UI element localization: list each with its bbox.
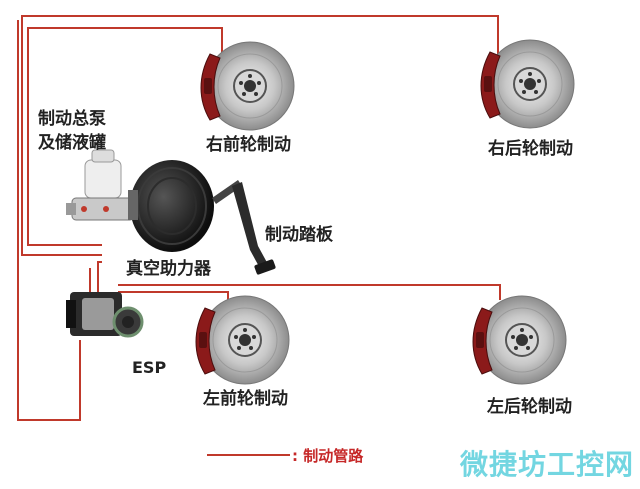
rear-left-brake-label: 左后轮制动	[487, 397, 572, 417]
rear-right-brake-label: 右后轮制动	[488, 139, 573, 159]
front-left-brake	[195, 295, 290, 385]
legend-label: : 制动管路	[292, 447, 364, 465]
front-left-brake-label: 左前轮制动	[203, 389, 288, 409]
vacuum-booster-icon	[128, 160, 214, 252]
master-cylinder-label-line2: 及储液罐	[38, 133, 106, 153]
esp-unit-icon	[66, 292, 144, 338]
brake-pedal-label: 制动踏板	[265, 225, 333, 245]
rear-left-brake	[472, 295, 567, 385]
rear-right-brake	[480, 39, 575, 129]
front-right-brake-label: 右前轮制动	[206, 135, 291, 155]
brake-lines	[17, 15, 501, 421]
watermark: 微捷坊工控网	[459, 448, 634, 481]
brake-pedal-icon	[212, 180, 276, 275]
vacuum-booster-label: 真空助力器	[126, 259, 211, 279]
front-right-brake	[200, 41, 295, 131]
master-cylinder-icon	[66, 149, 135, 221]
esp-label: ESP	[132, 358, 167, 377]
master-cylinder-label-line1: 制动总泵	[38, 109, 106, 129]
